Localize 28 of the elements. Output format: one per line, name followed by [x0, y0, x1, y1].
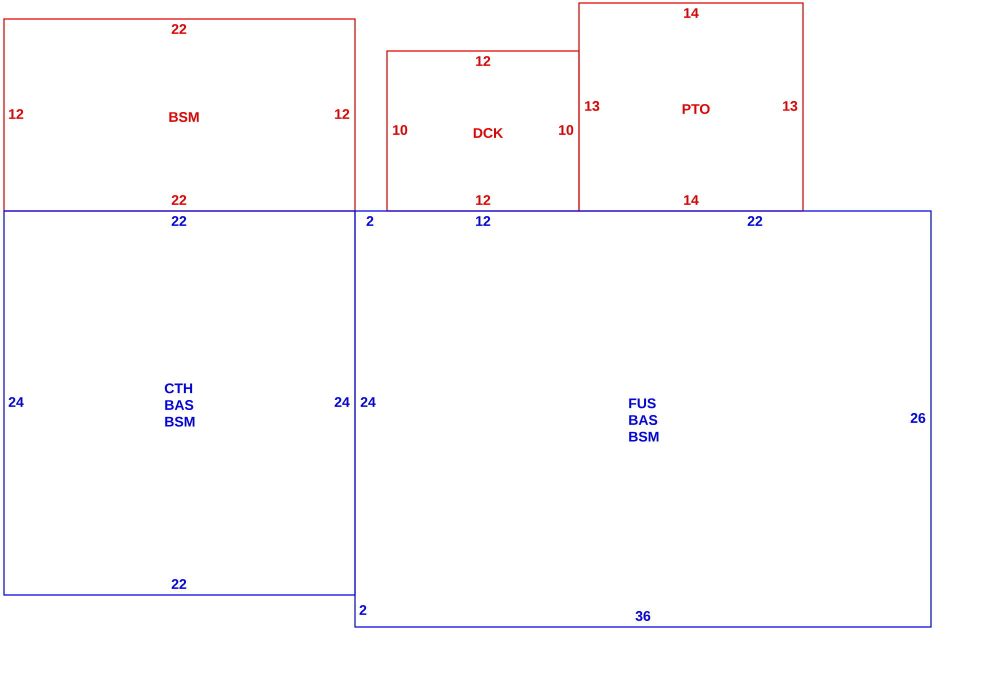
side-length: 13 [585, 101, 600, 111]
region-label: FUS BAS BSM [629, 398, 658, 442]
side-length: 2 [366, 216, 374, 226]
side-length: 10 [393, 125, 408, 135]
side-length: 22 [172, 579, 186, 589]
region-label: DCK [474, 128, 504, 138]
side-length: 14 [684, 8, 699, 18]
side-length: 22 [172, 216, 186, 226]
side-length: 24 [360, 397, 376, 407]
side-length: 12 [9, 109, 24, 119]
side-length: 2 [360, 605, 366, 615]
side-length: 13 [783, 101, 798, 111]
side-length: 36 [636, 611, 650, 621]
region-label: BSM [169, 112, 199, 122]
side-length: 26 [910, 413, 926, 423]
side-length: 12 [335, 109, 350, 119]
side-length: 22 [172, 195, 186, 205]
side-length: 12 [476, 195, 490, 205]
side-length: 22 [748, 216, 762, 226]
region-label: PTO [682, 104, 710, 114]
side-length: 24 [8, 397, 24, 407]
side-length: 12 [476, 216, 490, 226]
side-length: 10 [559, 125, 574, 135]
side-length: 14 [684, 195, 699, 205]
region-label: CTH BAS BSM [164, 383, 194, 427]
side-length: 12 [476, 56, 490, 66]
side-length: 22 [172, 24, 186, 34]
side-length: 24 [334, 397, 350, 407]
